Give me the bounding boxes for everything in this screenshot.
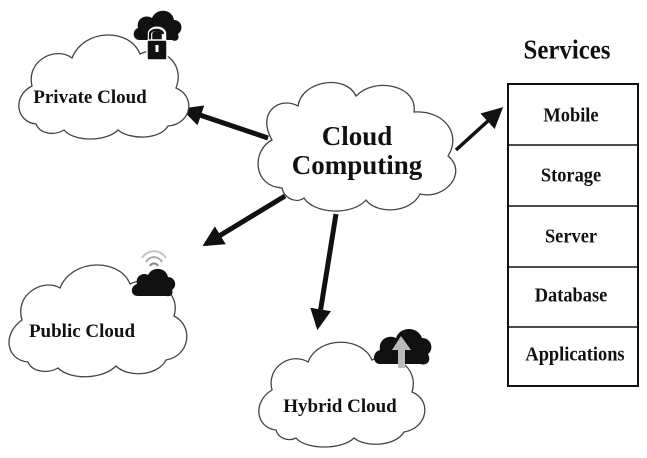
wireless-cloud-icon: [131, 250, 176, 297]
arrow-to-hybrid-cloud: [310, 213, 339, 331]
arrow-to-services: [454, 107, 504, 152]
upload-cloud-icon: [374, 329, 432, 368]
hybrid-cloud-label: Hybrid Cloud: [283, 396, 397, 417]
arrow-to-private-cloud: [181, 105, 269, 141]
arrow-to-public-cloud: [202, 193, 287, 247]
service-item-database: Database: [534, 284, 608, 307]
services-title: Services: [523, 34, 611, 65]
cloud-computing-line2: Computing: [291, 150, 423, 180]
hybrid-cloud-shape: [258, 341, 426, 448]
private-cloud-shape: [18, 34, 190, 140]
service-item-storage: Storage: [540, 164, 602, 187]
locked-cloud-icon: [133, 10, 182, 61]
service-item-applications: Applications: [525, 343, 625, 366]
service-item-mobile: Mobile: [543, 104, 599, 127]
service-item-server: Server: [544, 225, 598, 248]
private-cloud-label: Private Cloud: [33, 87, 147, 108]
public-cloud-label: Public Cloud: [28, 321, 136, 342]
cloud-computing-shape: [257, 81, 457, 212]
cloud-computing-line1: Cloud: [321, 121, 393, 151]
services-table: [507, 83, 639, 387]
cloud-computing-label: Cloud Computing: [292, 122, 423, 180]
arrows: [181, 105, 504, 331]
